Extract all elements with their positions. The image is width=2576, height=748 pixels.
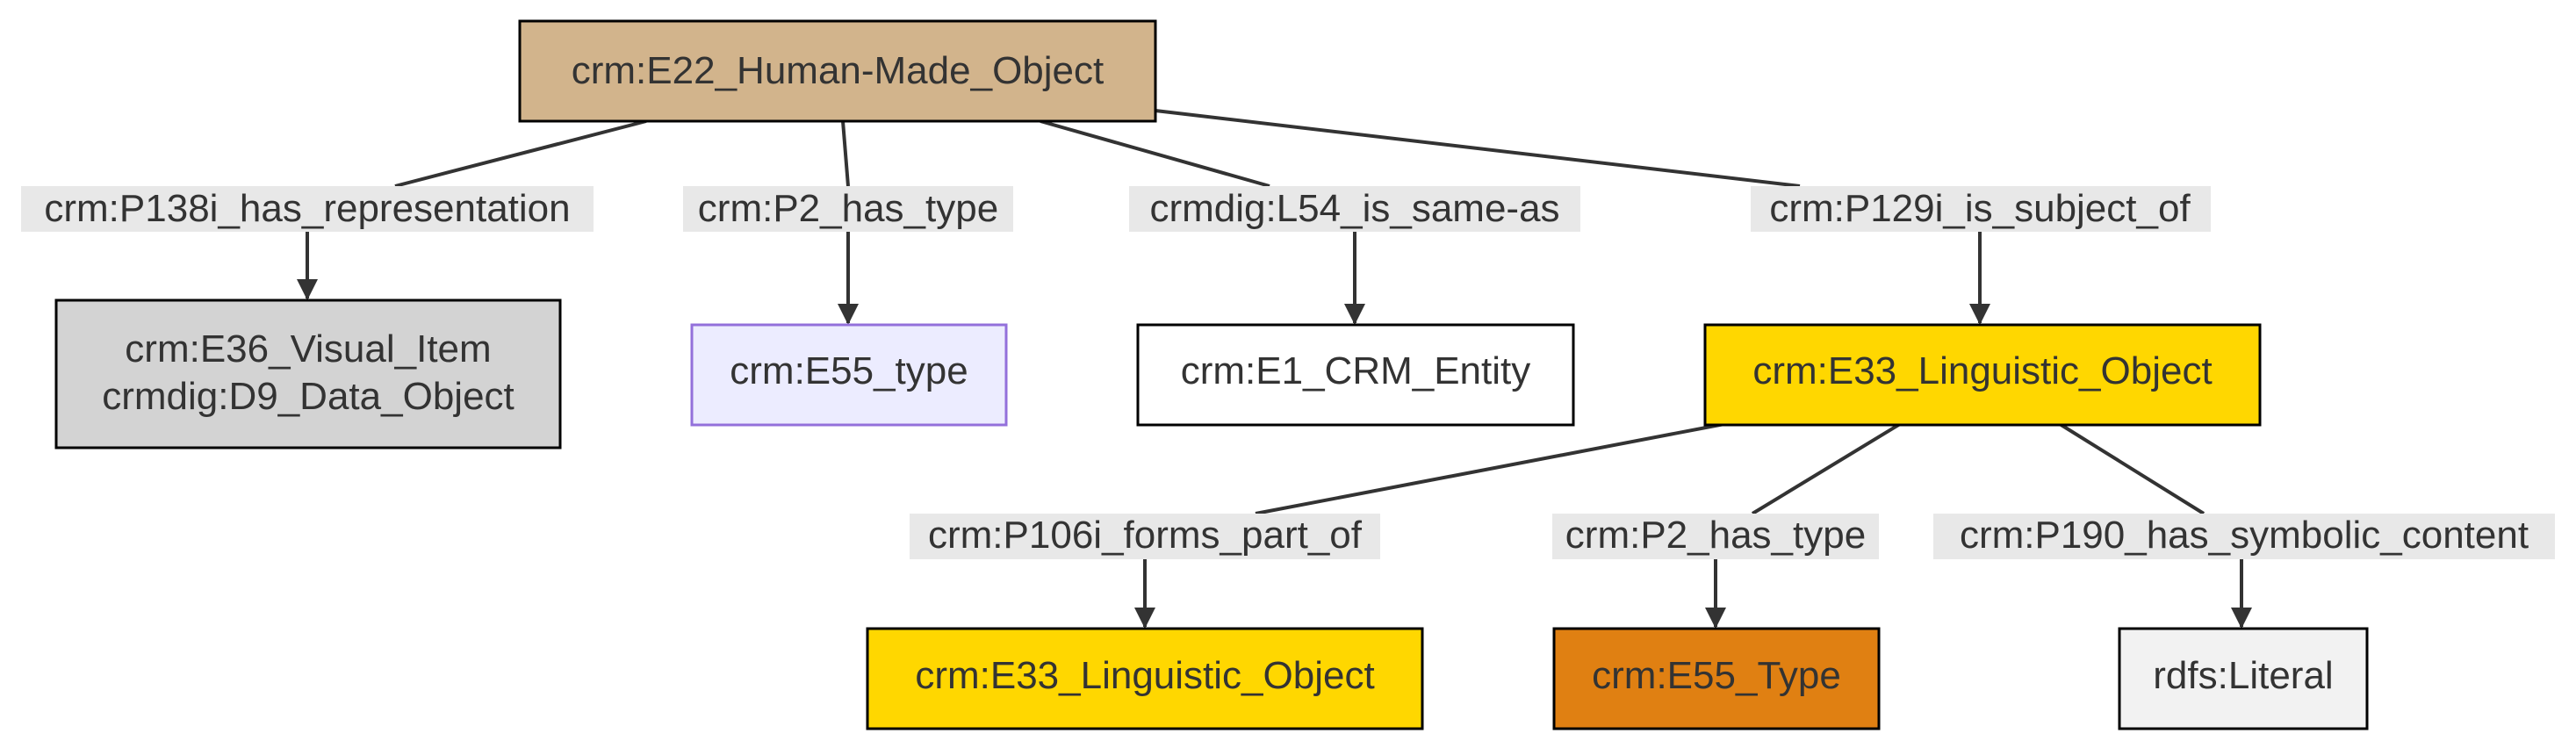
edge-label-bg-has-representation (21, 186, 594, 232)
node-box (54, 298, 562, 450)
edge-line-has-type-2-upper (1751, 422, 1902, 515)
edge-label-forms-part-of: crm:P106i_forms_part_of (928, 514, 1363, 557)
node-e55-type-lowercase[interactable]: crm:E55_type (690, 323, 1008, 427)
edge-label-has-type-2: crm:P2_has_type (1565, 514, 1866, 557)
node-label: rdfs:Literal (2153, 654, 2333, 697)
node-box (1703, 323, 2262, 427)
edge-line-is-same-as-upper (1040, 119, 1270, 188)
node-label: crm:E55_type (730, 349, 968, 392)
node-visual-item[interactable]: crm:E36_Visual_Item crmdig:D9_Data_Objec… (54, 298, 562, 450)
edge-line-symbolic-content-upper (2058, 422, 2205, 515)
edge-label-bg-is-subject-of (1751, 186, 2211, 232)
node-label-line-2: crmdig:D9_Data_Object (102, 375, 514, 418)
node-label: crm:E33_Linguistic_Object (1752, 349, 2212, 392)
edge-line-has-type-1-upper (841, 120, 850, 187)
edge-label-bg-forms-part-of (910, 514, 1380, 559)
node-box (2118, 627, 2369, 730)
node-box (866, 627, 1424, 730)
node-box (690, 323, 1008, 427)
edge-lines (297, 109, 2252, 629)
edge-line-is-subject-of-upper (1155, 109, 1801, 188)
edge-labels: crm:P138i_has_representation crm:P2_has_… (21, 186, 2555, 559)
edge-label-bg-has-type-2 (1552, 514, 1879, 559)
node-box (518, 19, 1157, 123)
edge-label-bg-is-same-as (1129, 186, 1580, 232)
node-label: crm:E22_Human-Made_Object (572, 49, 1104, 92)
node-human-made-object[interactable]: crm:E22_Human-Made_Object (518, 19, 1157, 123)
node-e55-type-uppercase[interactable]: crm:E55_Type (1552, 627, 1881, 730)
node-label-line-1: crm:E36_Visual_Item (125, 327, 491, 370)
node-rdfs-literal[interactable]: rdfs:Literal (2118, 627, 2369, 730)
node-label: crm:E1_CRM_Entity (1181, 349, 1531, 392)
edge-label-symbolic-content: crm:P190_has_symbolic_content (1960, 514, 2529, 557)
edge-label-has-representation: crm:P138i_has_representation (44, 187, 570, 230)
node-linguistic-object-part[interactable]: crm:E33_Linguistic_Object (866, 627, 1424, 730)
node-box (1552, 627, 1881, 730)
edge-label-has-type-1: crm:P2_has_type (698, 187, 998, 230)
edge-line-forms-part-of-upper (1255, 422, 1725, 515)
node-crm-entity[interactable]: crm:E1_CRM_Entity (1136, 323, 1575, 427)
node-box (1136, 323, 1575, 427)
node-linguistic-object[interactable]: crm:E33_Linguistic_Object (1703, 323, 2262, 427)
node-label: crm:E55_Type (1592, 654, 1841, 697)
edge-label-bg-symbolic-content (1933, 514, 2555, 559)
edge-label-bg-has-type-1 (683, 186, 1013, 232)
edge-label-is-same-as: crmdig:L54_is_same-as (1149, 187, 1559, 230)
edge-label-is-subject-of: crm:P129i_is_subject_of (1769, 187, 2191, 230)
node-label: crm:E33_Linguistic_Object (915, 654, 1374, 697)
edge-line-has-representation-upper (394, 119, 647, 188)
